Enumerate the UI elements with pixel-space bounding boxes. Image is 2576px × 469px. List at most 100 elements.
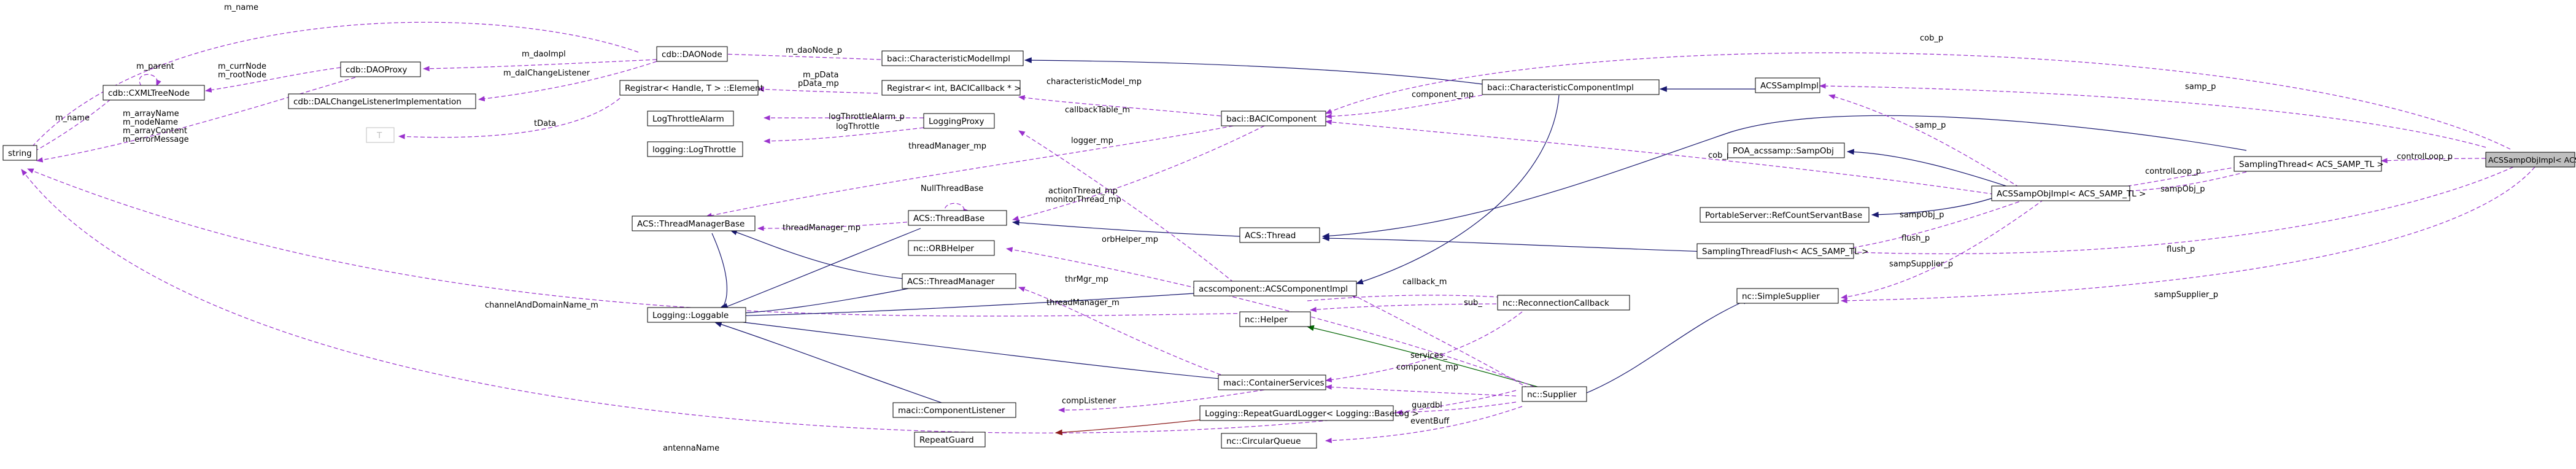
node-registrar-element[interactable]: Registrar< Handle, T > ::Element	[619, 80, 764, 96]
label-orbhelper-mp: orbHelper_mp	[1102, 235, 1158, 244]
edge-charcomp-charmodel	[1024, 57, 1483, 85]
label-m-currnode: m_currNode	[218, 62, 266, 71]
svg-text:ACS::ThreadManager: ACS::ThreadManager	[907, 277, 995, 287]
node-repeatguard[interactable]: RepeatGuard	[914, 432, 986, 448]
svg-text:string: string	[8, 149, 32, 158]
node-cdb-daonode[interactable]: cdb::DAONode	[656, 46, 728, 62]
edge-supplier-simplesupplier	[1586, 298, 1750, 393]
edge-acsthread-threadbase	[1011, 219, 1240, 237]
node-samplingthread-tl[interactable]: SamplingThread< ACS_SAMP_TL >	[2234, 156, 2384, 172]
node-poa-acssamp-sampobj[interactable]: POA_acssamp::SampObj	[1727, 142, 1845, 158]
node-repeatguardlogger[interactable]: Logging::RepeatGuardLogger< Logging::Bas…	[1199, 405, 1419, 421]
label-m-name-top: m_name	[224, 3, 258, 12]
node-maci-containerservices[interactable]: maci::ContainerServices	[1218, 374, 1326, 390]
svg-text:cdb::DAOProxy: cdb::DAOProxy	[346, 65, 407, 75]
node-nc-supplier[interactable]: nc::Supplier	[1522, 386, 1587, 402]
node-logging-loggable[interactable]: Logging::Loggable	[647, 307, 746, 323]
node-string[interactable]: string	[2, 145, 37, 161]
node-acs-thread[interactable]: ACS::Thread	[1239, 227, 1320, 243]
node-acs-threadmanager[interactable]: ACS::ThreadManager	[902, 273, 1016, 289]
svg-text:SamplingThreadFlush< ACS_SAMP_: SamplingThreadFlush< ACS_SAMP_TL >	[1702, 247, 1868, 257]
node-maci-componentlistener[interactable]: maci::ComponentListener	[892, 402, 1016, 418]
edge-supplier-acscompimpl	[1350, 293, 1535, 392]
node-loggingproxy[interactable]: LoggingProxy	[923, 113, 995, 129]
svg-text:nc::ReconnectionCallback: nc::ReconnectionCallback	[1503, 298, 1609, 308]
label-channeldomain: channelAndDomainName_m	[485, 301, 598, 310]
node-nc-reconnectioncallback[interactable]: nc::ReconnectionCallback	[1497, 295, 1630, 311]
node-characteristic-component-impl[interactable]: baci::CharacteristicComponentImpl	[1482, 79, 1660, 95]
edge-reconnect-nchelper	[1309, 303, 1510, 312]
svg-text:acscomponent::ACSComponentImpl: acscomponent::ACSComponentImpl	[1199, 284, 1348, 294]
node-logging-logthrottle[interactable]: logging::LogThrottle	[647, 141, 743, 157]
node-cdb-dalchangelistener[interactable]: cdb::DALChangeListenerImplementation	[288, 93, 476, 109]
label-m-daonode-p: m_daoNode_p	[786, 46, 842, 55]
svg-text:Registrar< Handle, T > ::Eleme: Registrar< Handle, T > ::Element	[625, 83, 764, 93]
label-eventbuff: eventBuff	[1410, 417, 1450, 426]
label-pdata-mp: pData_mp	[798, 79, 839, 88]
node-cdb-daoproxy[interactable]: cdb::DAOProxy	[340, 61, 421, 77]
node-portableserver-refcount[interactable]: PortableServer::RefCountServantBase	[1700, 207, 1870, 223]
edge-supplier-containerservices	[1325, 384, 1517, 397]
edge-containerservices-loggable	[717, 317, 1240, 381]
edge-threadmgr-loggable	[717, 288, 909, 317]
svg-text:ACSSampImpl: ACSSampImpl	[1760, 81, 1819, 91]
node-acs-threadbase[interactable]: ACS::ThreadBase	[908, 210, 1007, 226]
node-cdb-cxmltreenode[interactable]: cdb::CXMLTreeNode	[102, 85, 205, 101]
edge-acscompimpl-loggingproxy	[1018, 130, 1234, 283]
edge-cxml-string-name	[30, 99, 111, 154]
edge-acssampobjimpl-refcount	[1871, 195, 2002, 218]
label-sampsupplier-p: sampSupplier_p	[1889, 260, 1953, 269]
svg-text:maci::ComponentListener: maci::ComponentListener	[898, 406, 1005, 416]
node-nc-orbhelper[interactable]: nc::ORBHelper	[908, 240, 995, 256]
edge-acssampobjimpl-poa	[1846, 149, 2020, 191]
edge-daoproxy-cxml	[204, 67, 341, 93]
svg-text:nc::Helper: nc::Helper	[1245, 315, 1288, 325]
node-acssampimpl[interactable]: ACSSampImpl	[1755, 77, 1820, 93]
edge-containerservices-complistener	[1058, 389, 1265, 413]
label-tdata: tData	[534, 119, 556, 128]
label-component-mp: component_mp	[1396, 363, 1458, 372]
node-samplingthreadflush-tl[interactable]: SamplingThreadFlush< ACS_SAMP_TL >	[1696, 243, 1868, 259]
label-sampsupplier-p-right: sampSupplier_p	[2154, 290, 2218, 300]
svg-text:Logging::RepeatGuardLogger< Lo: Logging::RepeatGuardLogger< Logging::Bas…	[1205, 409, 1419, 419]
node-template-T[interactable]: T	[366, 127, 395, 143]
node-acssampobjimpl-tl[interactable]: ACSSampObjImpl< ACS_SAMP_TL >	[1991, 185, 2146, 201]
label-guardbl: guardbl	[1412, 401, 1442, 410]
node-nc-simplesupplier[interactable]: nc::SimpleSupplier	[1736, 288, 1839, 304]
svg-text:Registrar< int, BACICallback *: Registrar< int, BACICallback * >	[887, 83, 1021, 93]
label-thrmgr-mp: thrMgr_mp	[1065, 275, 1108, 284]
svg-text:RepeatGuard: RepeatGuard	[919, 435, 974, 445]
label-flush-p: flush_p	[1901, 234, 1930, 243]
node-registrar-int[interactable]: Registrar< int, BACICallback * >	[881, 80, 1021, 96]
node-nc-circularqueue[interactable]: nc::CircularQueue	[1221, 433, 1317, 449]
node-logthrottlealarm[interactable]: LogThrottleAlarm	[647, 110, 734, 126]
svg-text:ACS::ThreadManagerBase: ACS::ThreadManagerBase	[637, 219, 745, 229]
label-m-pdata: m_pData	[803, 71, 838, 80]
node-acs-threadmanagerbase[interactable]: ACS::ThreadManagerBase	[632, 215, 756, 231]
label-controlloop-p-right: controlLoop_p	[2397, 152, 2453, 161]
node-characteristic-model-impl[interactable]: baci::CharacteristicModelImpl	[881, 50, 1024, 66]
edge-nchelper-reconnect	[1307, 295, 1511, 301]
node-nc-helper[interactable]: nc::Helper	[1239, 311, 1311, 327]
svg-text:LoggingProxy: LoggingProxy	[929, 117, 984, 126]
edge-containerservices-threadmgr	[1018, 287, 1240, 382]
svg-text:Logging::Loggable: Logging::Loggable	[652, 311, 729, 320]
label-actionthread-mp: actionThread_mp	[1048, 187, 1118, 196]
edge-bacicomp-threadmgrbase	[705, 124, 1240, 219]
edge-nchelper-string	[26, 168, 1265, 317]
node-acssampobjimpl-c[interactable]: ACSSampObjImpl< ACS_SAMP_C >	[2485, 152, 2576, 168]
edge-threadmgr-threadmgrbase	[729, 229, 909, 280]
svg-text:cdb::DAONode: cdb::DAONode	[662, 50, 722, 60]
node-acscomponent-impl[interactable]: acscomponent::ACSComponentImpl	[1193, 281, 1357, 297]
label-m-errormessage: m_errorMessage	[123, 135, 189, 144]
node-baci-component[interactable]: baci::BACIComponent	[1221, 110, 1326, 126]
svg-text:cdb::DALChangeListenerImplemen: cdb::DALChangeListenerImplementation	[293, 97, 462, 107]
label-callback-m: callback_m	[1402, 277, 1447, 287]
svg-text:nc::SimpleSupplier: nc::SimpleSupplier	[1742, 292, 1820, 301]
svg-text:baci::CharacteristicComponentI: baci::CharacteristicComponentImpl	[1487, 83, 1634, 93]
svg-text:ACS::Thread: ACS::Thread	[1245, 231, 1296, 241]
edge-charmodel-daonode	[720, 51, 881, 60]
edge-supplier-orbhelper	[1005, 247, 1547, 392]
svg-text:LogThrottleAlarm: LogThrottleAlarm	[652, 114, 724, 124]
